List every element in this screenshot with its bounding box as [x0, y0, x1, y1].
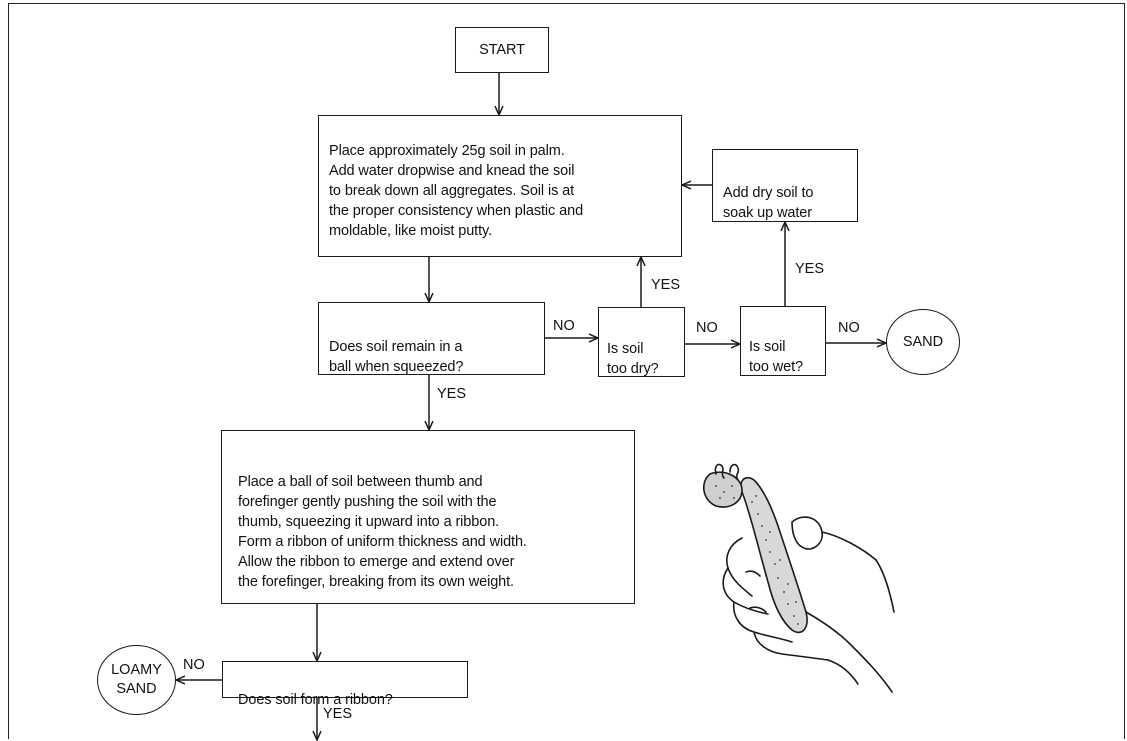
label-dry-yes: YES [651, 277, 681, 293]
result-sand-text: SAND [902, 333, 944, 350]
question-ribbon-text: Does soil form a ribbon? [238, 692, 393, 708]
label-ball-no: NO [553, 318, 575, 334]
question-too-wet-box: Is soil too wet? [740, 306, 826, 376]
start-label: START [479, 42, 525, 58]
question-too-dry-box: Is soil too dry? [598, 307, 685, 377]
question-ball-box: Does soil remain in a ball when squeezed… [318, 302, 545, 375]
question-ball-text: Does soil remain in a ball when squeezed… [329, 339, 464, 375]
label-ball-yes: YES [437, 386, 467, 402]
start-box: START [455, 27, 549, 73]
add-dry-soil-box: Add dry soil to soak up water [712, 149, 858, 222]
scan-margin [0, 0, 8, 160]
ribbon-step-text: Place a ball of soil between thumb and f… [238, 474, 527, 590]
prepare-soil-box: Place approximately 25g soil in palm. Ad… [318, 115, 682, 257]
question-too-dry-text: Is soil too dry? [607, 341, 659, 377]
question-too-wet-text: Is soil too wet? [749, 339, 804, 375]
label-wet-no: NO [838, 320, 860, 336]
label-ribbon-yes: YES [323, 706, 353, 722]
figure-frame [8, 3, 1125, 739]
result-sand: SAND [886, 309, 960, 375]
label-wet-yes: YES [795, 261, 825, 277]
hand-ribbon-illustration [703, 463, 895, 693]
question-ribbon-box: Does soil form a ribbon? [222, 661, 468, 708]
add-dry-soil-text: Add dry soil to soak up water [723, 185, 814, 221]
ribbon-step-box: Place a ball of soil between thumb and f… [221, 430, 635, 604]
label-dry-no: NO [696, 320, 718, 336]
prepare-soil-text: Place approximately 25g soil in palm. Ad… [329, 143, 584, 239]
label-ribbon-no: NO [183, 657, 205, 673]
result-loamy-sand: LOAMY SAND [97, 645, 176, 715]
result-loamy-sand-text: LOAMY SAND [111, 662, 162, 697]
